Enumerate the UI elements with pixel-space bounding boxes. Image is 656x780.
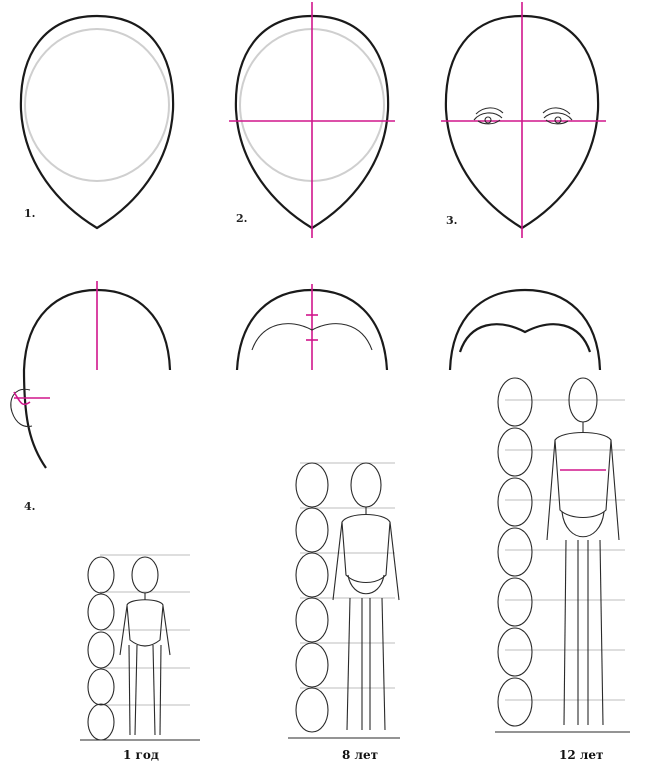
step-label-2: 2. [236, 212, 247, 225]
figure-8-years [288, 463, 400, 738]
ear-icon [11, 389, 32, 426]
head-step-4 [11, 281, 170, 468]
figure-12-years [495, 378, 630, 732]
age-caption-1-year: 1 год [123, 748, 159, 762]
age-caption-12-years: 12 лет [559, 748, 603, 762]
figure-1-year [80, 555, 200, 740]
head-step-1 [21, 16, 173, 228]
head-step-5 [237, 284, 387, 370]
step-label-1: 1. [24, 207, 35, 220]
step-label-3: 3. [446, 214, 457, 227]
head-step-2 [229, 2, 395, 238]
head-step-3 [441, 2, 606, 238]
age-caption-8-years: 8 лет [342, 748, 378, 762]
head-step-6 [450, 290, 600, 370]
step-label-4: 4. [24, 500, 35, 513]
